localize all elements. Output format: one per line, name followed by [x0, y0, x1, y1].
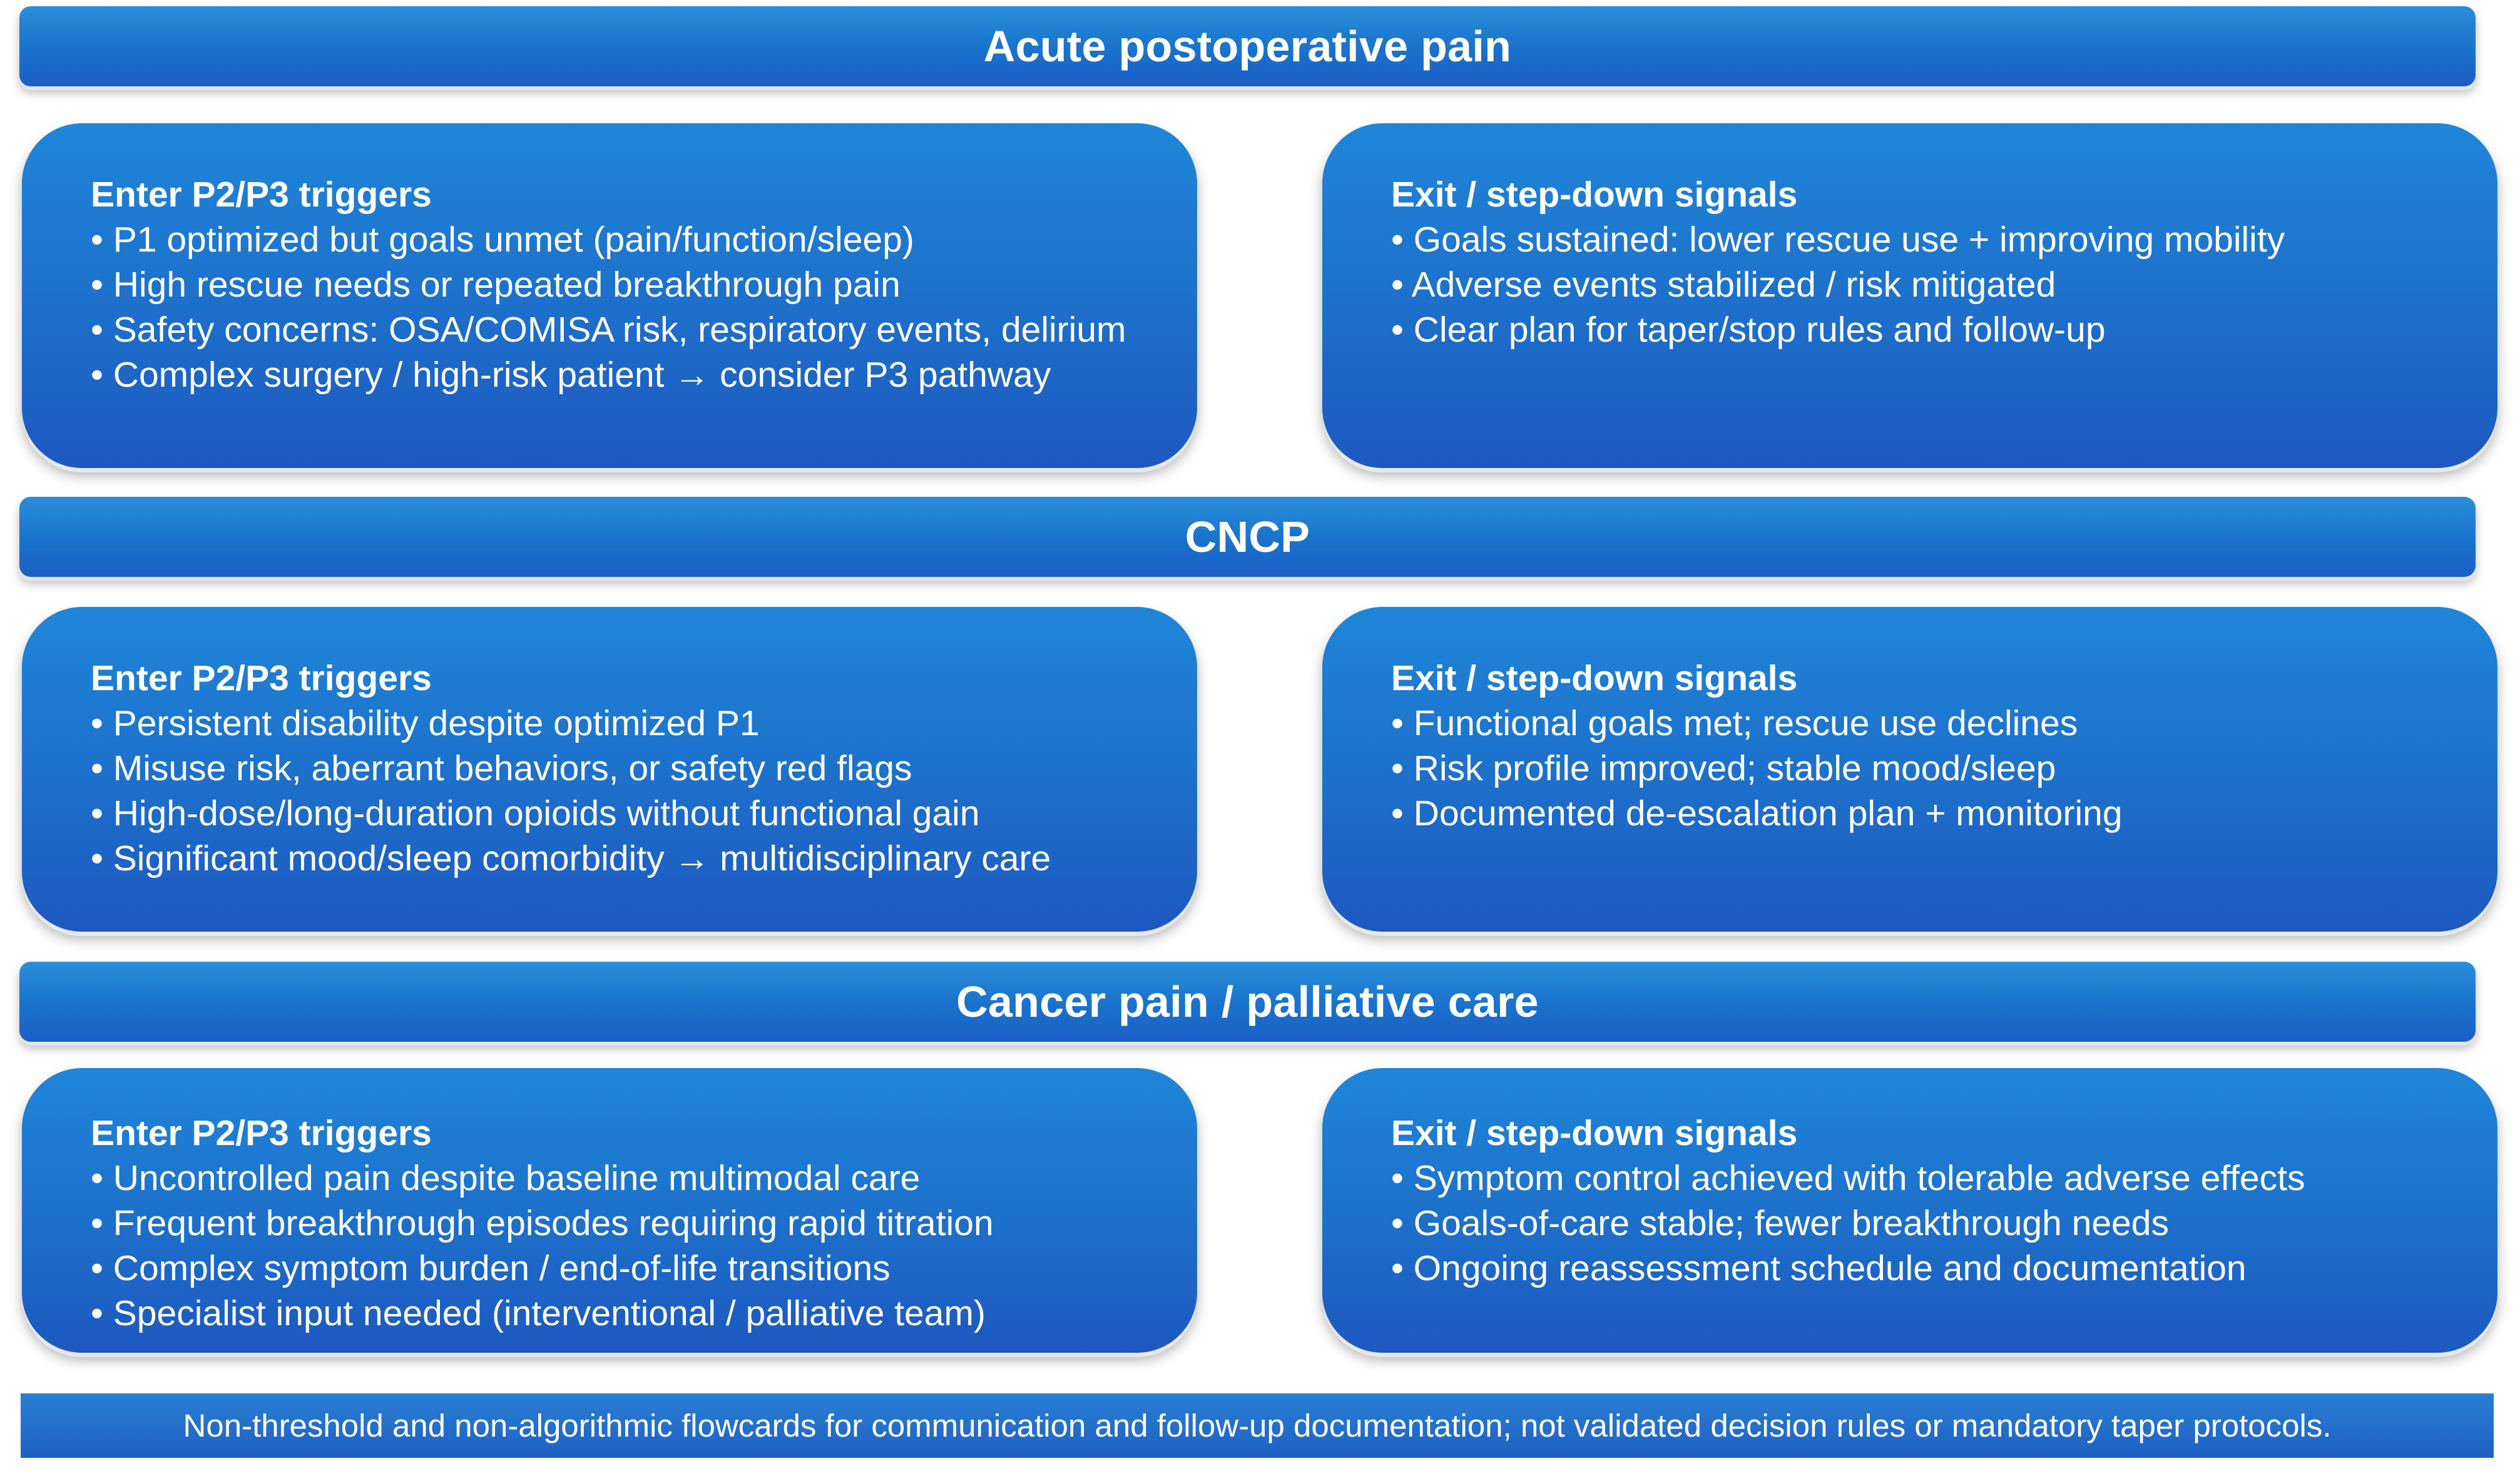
section-banner-acute: Acute postoperative pain [19, 6, 2476, 86]
exit-card-cancer: Exit / step-down signals • Symptom contr… [1322, 1068, 2497, 1353]
exit-signal-list: • Symptom control achieved with tolerabl… [1391, 1156, 2460, 1291]
exit-signal-list: • Functional goals met; rescue use decli… [1391, 701, 2460, 836]
enter-trigger-list: • Persistent disability despite optimize… [91, 701, 1160, 881]
enter-card-title: Enter P2/P3 triggers [91, 175, 432, 215]
list-item: • High rescue needs or repeated breakthr… [91, 265, 900, 305]
list-item: • Safety concerns: OSA/COMISA risk, resp… [91, 310, 1126, 350]
list-item: • Goals sustained: lower rescue use + im… [1391, 220, 2285, 260]
enter-card-acute: Enter P2/P3 triggers • P1 optimized but … [22, 123, 1197, 468]
section-title: CNCP [1185, 512, 1310, 561]
list-item: • Risk profile improved; stable mood/sle… [1391, 748, 2056, 788]
list-item: • Specialist input needed (interventiona… [91, 1293, 986, 1333]
list-item: • Significant mood/sleep comorbidity → m… [91, 838, 1051, 878]
enter-card-cancer: Enter P2/P3 triggers • Uncontrolled pain… [22, 1068, 1197, 1353]
list-item: • Symptom control achieved with tolerabl… [1391, 1158, 2305, 1198]
list-item: • Goals-of-care stable; fewer breakthrou… [1391, 1203, 2169, 1243]
exit-card-title: Exit / step-down signals [1391, 1113, 1798, 1153]
list-item: • P1 optimized but goals unmet (pain/fun… [91, 220, 914, 260]
enter-trigger-list: • Uncontrolled pain despite baseline mul… [91, 1156, 1160, 1336]
exit-card-title: Exit / step-down signals [1391, 175, 1798, 215]
exit-card-cncp: Exit / step-down signals • Functional go… [1322, 607, 2497, 932]
section-banner-cncp: CNCP [19, 497, 2476, 577]
section-title: Acute postoperative pain [983, 22, 1512, 71]
list-item: • Complex surgery / high-risk patient → … [91, 355, 1051, 395]
enter-card-title: Enter P2/P3 triggers [91, 1113, 432, 1153]
footer-text: Non-threshold and non-algorithmic flowca… [183, 1408, 2332, 1443]
enter-card-title: Enter P2/P3 triggers [91, 658, 432, 698]
list-item: • Frequent breakthrough episodes requiri… [91, 1203, 994, 1243]
exit-signal-list: • Goals sustained: lower rescue use + im… [1391, 217, 2460, 352]
list-item: • Documented de-escalation plan + monito… [1391, 793, 2123, 833]
exit-card-acute: Exit / step-down signals • Goals sustain… [1322, 123, 2497, 468]
section-banner-cancer: Cancer pain / palliative care [19, 962, 2476, 1042]
list-item: • Uncontrolled pain despite baseline mul… [91, 1158, 921, 1198]
list-item: • High-dose/long-duration opioids withou… [91, 793, 980, 833]
list-item: • Complex symptom burden / end-of-life t… [91, 1248, 890, 1288]
enter-trigger-list: • P1 optimized but goals unmet (pain/fun… [91, 217, 1160, 397]
list-item: • Misuse risk, aberrant behaviors, or sa… [91, 748, 912, 788]
footer-disclaimer: Non-threshold and non-algorithmic flowca… [21, 1393, 2494, 1458]
list-item: • Persistent disability despite optimize… [91, 703, 760, 743]
list-item: • Functional goals met; rescue use decli… [1391, 703, 2078, 743]
enter-card-cncp: Enter P2/P3 triggers • Persistent disabi… [22, 607, 1197, 932]
list-item: • Clear plan for taper/stop rules and fo… [1391, 310, 2106, 350]
list-item: • Adverse events stabilized / risk mitig… [1391, 265, 2056, 305]
section-title: Cancer pain / palliative care [956, 977, 1539, 1026]
list-item: • Ongoing reassessment schedule and docu… [1391, 1248, 2247, 1288]
exit-card-title: Exit / step-down signals [1391, 658, 1798, 698]
